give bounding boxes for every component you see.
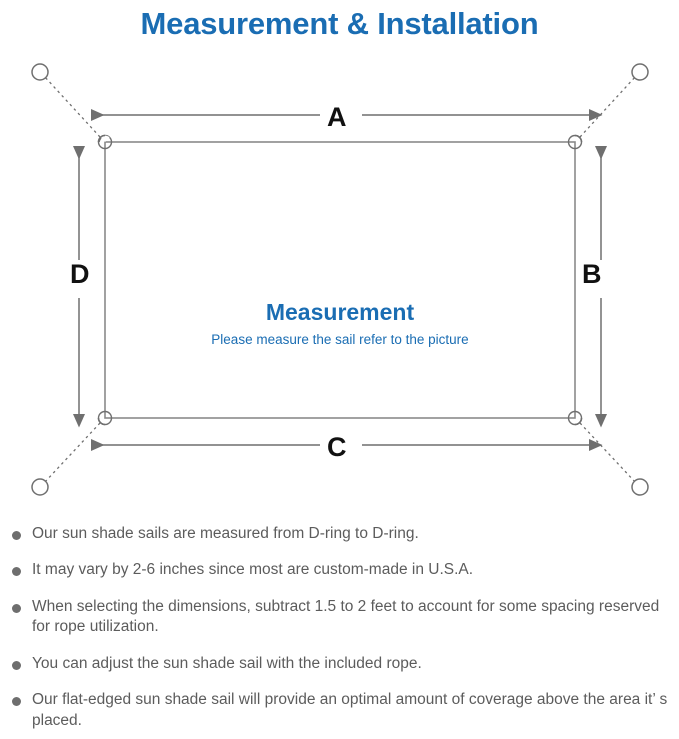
- d-ring-bottom-right: [567, 410, 583, 426]
- sail-diagram: A B C D: [0, 46, 679, 516]
- dimension-label-a: A: [327, 102, 347, 132]
- list-item: You can adjust the sun shade sail with t…: [0, 654, 679, 674]
- bullet-icon: [12, 697, 21, 707]
- anchor-point-bottom-right: [631, 478, 649, 496]
- rope-bottom-left: [43, 422, 101, 484]
- bullet-icon: [12, 567, 21, 577]
- list-item: Our sun shade sails are measured from D-…: [0, 524, 679, 544]
- d-ring-top-left: [97, 134, 113, 150]
- note-text: When selecting the dimensions, subtract …: [32, 597, 660, 636]
- dimension-label-c: C: [327, 432, 347, 462]
- note-text: You can adjust the sun shade sail with t…: [32, 654, 422, 672]
- anchor-point-top-left: [31, 63, 49, 81]
- bullet-icon: [12, 603, 21, 613]
- rope-top-left: [43, 75, 101, 138]
- note-text: Our sun shade sails are measured from D-…: [32, 525, 419, 542]
- d-ring-bottom-left: [97, 410, 113, 426]
- sail-body-rect: [104, 141, 576, 419]
- page-title: Measurement & Installation: [140, 6, 539, 41]
- list-item: When selecting the dimensions, subtract …: [0, 597, 679, 638]
- note-text: Our flat-edged sun shade sail will provi…: [32, 691, 668, 729]
- anchor-point-top-right: [631, 63, 649, 81]
- rope-top-right: [579, 75, 637, 138]
- notes-list: Our sun shade sails are measured from D-…: [0, 524, 679, 731]
- list-item: It may vary by 2-6 inches since most are…: [0, 560, 679, 580]
- list-item: Our flat-edged sun shade sail will provi…: [0, 690, 679, 731]
- bullet-icon: [12, 660, 21, 670]
- dimension-label-b: B: [582, 259, 602, 289]
- bullet-icon: [12, 531, 21, 540]
- note-text: It may vary by 2-6 inches since most are…: [32, 561, 474, 579]
- anchor-point-bottom-left: [31, 478, 49, 496]
- sail-diagram-svg: [31, 63, 649, 496]
- d-ring-top-right: [567, 134, 583, 150]
- dimension-label-d: D: [70, 259, 90, 289]
- rope-bottom-right: [579, 422, 637, 484]
